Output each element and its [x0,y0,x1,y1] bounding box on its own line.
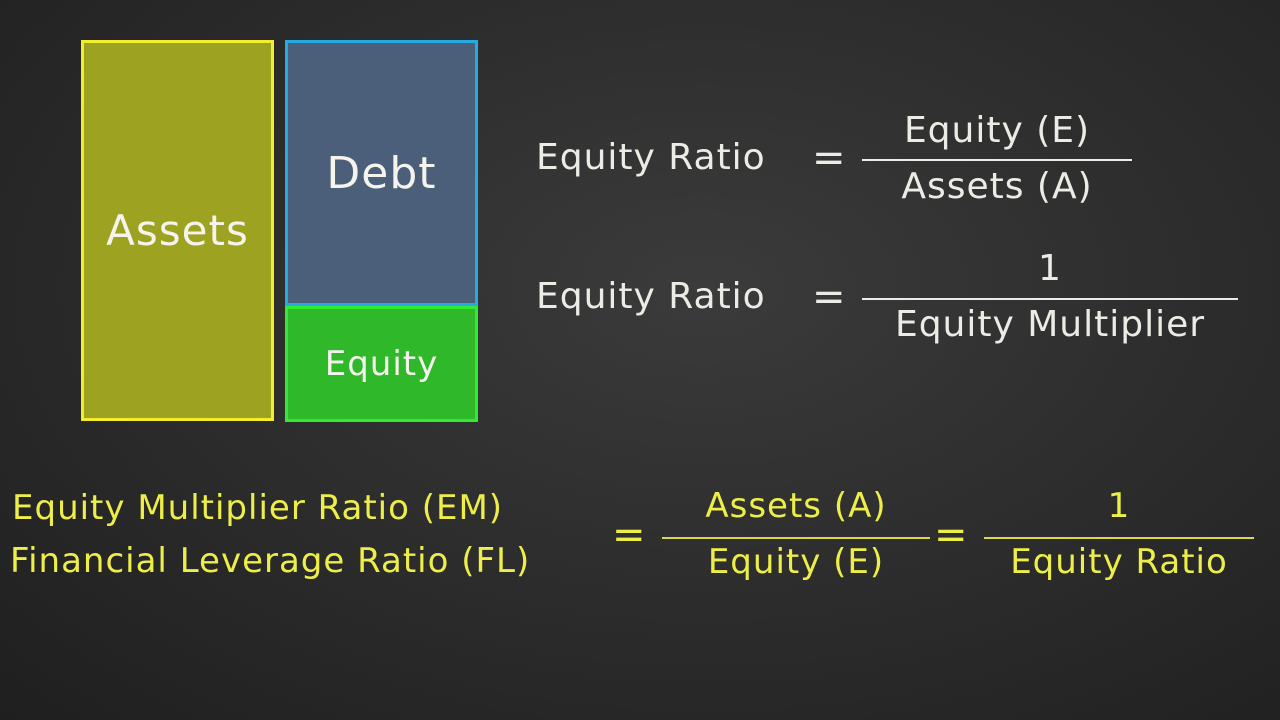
formula3-frac1-bar [662,537,930,539]
formula1-fraction-bar [862,159,1132,161]
formula1-fraction: Equity (E) Assets (A) [862,108,1132,208]
formula3-frac2-numerator: 1 [1107,486,1131,526]
formula3-fraction1: Assets (A) Equity (E) [662,486,930,590]
equity-box: Equity [285,306,478,422]
formula2-numerator: 1 [1038,248,1062,289]
formula2-denominator: Equity Multiplier [894,304,1206,345]
formula3-equals2: = [934,512,969,558]
formula3-frac1-denominator: Equity (E) [707,542,885,582]
assets-label: Assets [106,206,249,255]
formula1-lhs: Equity Ratio [536,137,766,178]
formula2-equals: = [812,274,847,320]
formula2-fraction-bar [862,298,1238,300]
formula2-lhs: Equity Ratio [536,276,766,317]
formula3-equals1: = [612,512,647,558]
formula3-lhs-line2: Financial Leverage Ratio (FL) [10,541,531,581]
formula3-frac2-denominator: Equity Ratio [1010,542,1228,582]
formula3-frac1-numerator: Assets (A) [705,486,887,526]
formula1-numerator: Equity (E) [903,110,1091,151]
formula3-lhs-line1: Equity Multiplier Ratio (EM) [12,488,504,528]
formula1-equals: = [812,135,847,181]
equity-label: Equity [324,344,439,384]
formula2-fraction: 1 Equity Multiplier [862,248,1238,352]
debt-label: Debt [326,147,437,199]
formula3-frac2-bar [984,537,1254,539]
debt-box: Debt [285,40,478,306]
assets-box: Assets [81,40,274,421]
formula3-fraction2: 1 Equity Ratio [984,486,1254,590]
formula1-denominator: Assets (A) [901,166,1093,207]
